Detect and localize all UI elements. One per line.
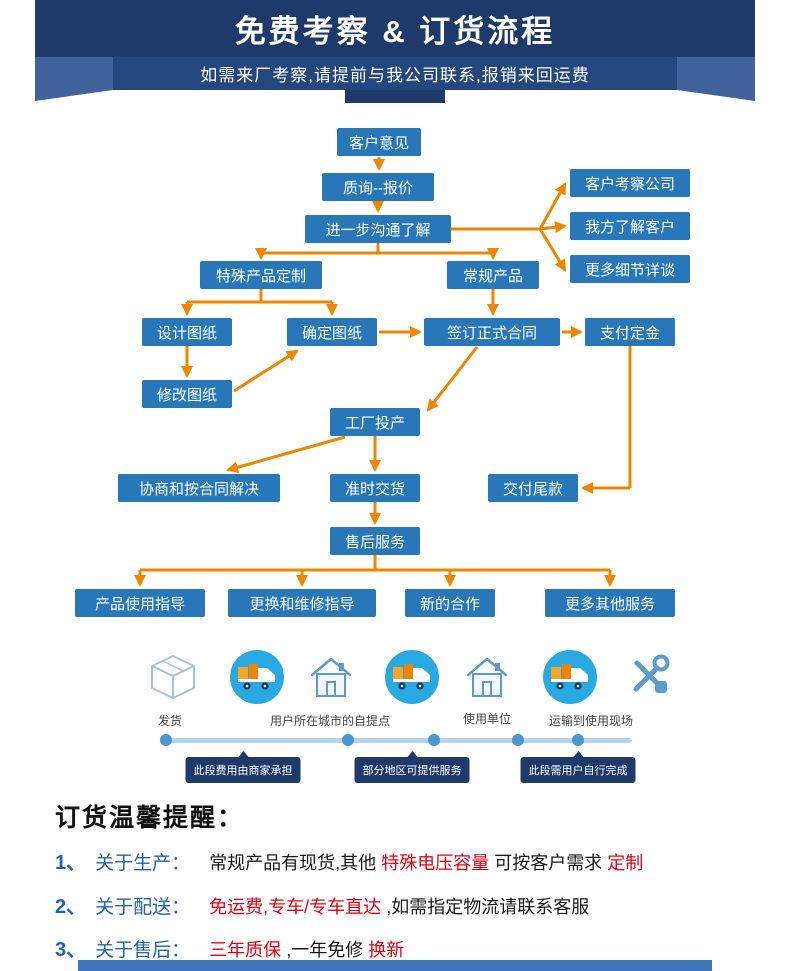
flow-node-sign-formal-contract: 签订正式合同 bbox=[424, 318, 560, 346]
reminder-item-production: 1、 关于生产： 常规产品有现货,其他 特殊电压容量 可按客户需求 定制 bbox=[55, 846, 643, 875]
reminder-item-delivery: 2、 关于配送： 免运费,专车/专车直达 ,如需指定物流请联系客服 bbox=[55, 890, 589, 919]
timeline-dot bbox=[342, 734, 354, 746]
flow-node-more-other-services: 更多其他服务 bbox=[545, 589, 675, 617]
house-icon bbox=[310, 657, 352, 697]
item-number: 3、 bbox=[55, 939, 87, 961]
flow-node-product-usage-guide: 产品使用指导 bbox=[75, 589, 205, 617]
timeline-dot bbox=[572, 734, 584, 746]
flow-node-confirm-drawing: 确定图纸 bbox=[287, 318, 377, 346]
reminder-title: 订货温馨提醒： bbox=[55, 804, 245, 832]
flow-node-after-sales-service: 售后服务 bbox=[330, 527, 420, 555]
header-subbanner: 如需来厂考察,请提前与我公司联系,报销来回运费 bbox=[113, 57, 677, 90]
flow-node-on-time-delivery: 准时交货 bbox=[330, 474, 420, 502]
step-label-pickup-point: 用户所在城市的自提点 bbox=[269, 714, 391, 728]
timeline-tag-merchant-pays: 此段费用由商家承担 bbox=[185, 751, 301, 783]
flow-node-inquiry-quote: 质询--报价 bbox=[322, 173, 434, 201]
timeline-tag-partial-service: 部分地区可提供服务 bbox=[354, 751, 470, 783]
flow-node-new-cooperation: 新的合作 bbox=[405, 589, 495, 617]
banner-subtitle: 如需来厂考察,请提前与我公司联系,报销来回运费 bbox=[200, 66, 590, 85]
flow-node-special-product-custom: 特殊产品定制 bbox=[200, 261, 322, 289]
bottom-divider-bar bbox=[78, 960, 712, 971]
banner-center-tab bbox=[345, 90, 445, 103]
delivery-truck-icon bbox=[230, 650, 284, 704]
flow-node-factory-production: 工厂投产 bbox=[330, 408, 420, 436]
flow-node-more-details-talk: 更多细节详谈 bbox=[570, 255, 690, 283]
carton-box-icon bbox=[151, 655, 195, 699]
item-number: 2、 bbox=[55, 896, 87, 918]
timeline-dot bbox=[160, 734, 172, 746]
flow-node-negotiate-by-contract: 协商和按合同解决 bbox=[118, 474, 280, 502]
highlight-text: 免运费,专车/专车直达 bbox=[209, 897, 382, 917]
flow-node-further-communication: 进一步沟通了解 bbox=[305, 215, 451, 243]
item-text: ,一年免修 bbox=[286, 940, 364, 960]
timeline-dot bbox=[428, 734, 440, 746]
flow-node-customer-opinion: 客户意见 bbox=[337, 128, 421, 156]
reminder-item-aftersales: 3、 关于售后： 三年质保 ,一年免修 换新 bbox=[55, 933, 404, 962]
item-label: 关于生产： bbox=[95, 853, 191, 874]
item-text: ,如需指定物流请联系客服 bbox=[386, 897, 590, 917]
delivery-truck-icon bbox=[385, 650, 439, 704]
house-icon bbox=[466, 657, 508, 697]
timeline-dot bbox=[512, 734, 524, 746]
banner-ribbon-left bbox=[35, 57, 113, 101]
item-text: 可按客户需求 bbox=[494, 853, 603, 873]
header-banner: 免费考察 & 订货流程 bbox=[35, 0, 755, 57]
flow-node-client-visit-company: 客户考察公司 bbox=[570, 169, 690, 197]
page-title: 免费考察 & 订货流程 bbox=[234, 14, 556, 49]
flow-node-revise-drawing: 修改图纸 bbox=[142, 380, 232, 408]
highlight-text: 三年质保 bbox=[209, 940, 282, 960]
step-label-transport-site: 运输到使用现场 bbox=[548, 714, 634, 728]
item-label: 关于配送： bbox=[95, 897, 191, 918]
highlight-text: 换新 bbox=[368, 940, 405, 960]
timeline-line bbox=[160, 738, 632, 743]
flow-node-pay-balance: 交付尾款 bbox=[488, 474, 578, 502]
flow-node-replace-repair-guide: 更换和维修指导 bbox=[228, 589, 376, 617]
step-label-ship: 发货 bbox=[157, 714, 183, 728]
item-number: 1、 bbox=[55, 852, 87, 874]
item-label: 关于售后： bbox=[95, 940, 191, 961]
tools-icon bbox=[633, 654, 670, 693]
highlight-text: 特殊电压容量 bbox=[381, 853, 490, 873]
flow-node-design-drawing: 设计图纸 bbox=[142, 318, 232, 346]
flow-node-pay-deposit: 支付定金 bbox=[585, 318, 675, 346]
highlight-text: 定制 bbox=[607, 853, 644, 873]
timeline-tag-user-complete: 此段需用户自行完成 bbox=[520, 751, 636, 783]
step-label-use-unit: 使用单位 bbox=[462, 712, 512, 726]
banner-ribbon-right bbox=[677, 57, 755, 101]
flow-node-regular-product: 常规产品 bbox=[447, 261, 539, 289]
item-text: 常规产品有现货,其他 bbox=[209, 853, 377, 873]
flow-node-we-know-client: 我方了解客户 bbox=[570, 212, 690, 240]
delivery-truck-icon bbox=[543, 650, 597, 704]
